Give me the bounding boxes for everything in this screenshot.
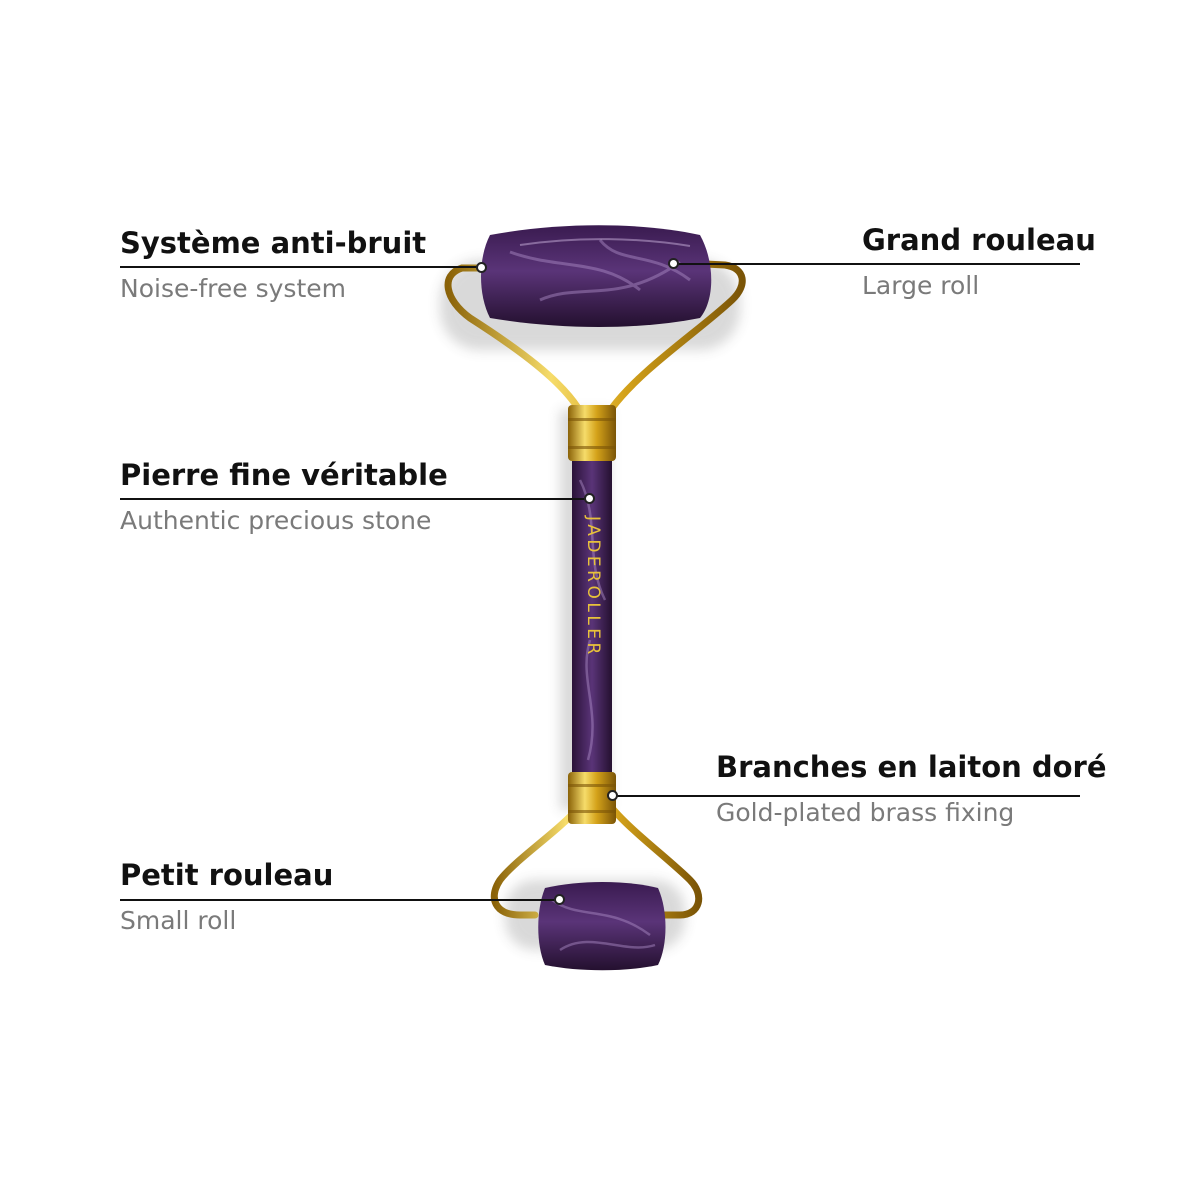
callout-small-roll: Petit rouleau Small roll (120, 858, 334, 935)
callout-title: Système anti-bruit (120, 226, 427, 260)
handle-engraving: JADEROLLER (583, 515, 603, 658)
callout-large-roll: Grand rouleau Large roll (862, 223, 1096, 300)
marker-large-roll (668, 258, 679, 269)
callout-subtitle: Gold-plated brass fixing (716, 798, 1015, 827)
bottom-frame-wire (490, 804, 703, 919)
marker-noise-free (476, 262, 487, 273)
callout-precious-stone: Pierre fine véritable Authentic precious… (120, 458, 448, 535)
marker-brass-fixing (607, 790, 618, 801)
leader-small-roll (120, 899, 560, 901)
callout-subtitle: Large roll (862, 271, 980, 300)
callout-title: Grand rouleau (862, 223, 1096, 257)
callout-subtitle: Small roll (120, 906, 237, 935)
top-gold-collar (568, 405, 616, 461)
marker-precious-stone (584, 493, 595, 504)
leader-noise-free (120, 266, 482, 268)
callout-title: Branches en laiton doré (716, 750, 1107, 784)
small-roll-stone (538, 882, 666, 971)
callout-subtitle: Noise-free system (120, 274, 346, 303)
callout-title: Pierre fine véritable (120, 458, 448, 492)
large-roll-stone (481, 225, 712, 327)
leader-large-roll (674, 263, 1080, 265)
callout-noise-free: Système anti-bruit Noise-free system (120, 226, 427, 303)
leader-brass-fixing (612, 795, 1080, 797)
callout-subtitle: Authentic precious stone (120, 506, 432, 535)
callout-title: Petit rouleau (120, 858, 334, 892)
marker-small-roll (554, 894, 565, 905)
leader-precious-stone (120, 498, 590, 500)
callout-brass-fixing: Branches en laiton doré Gold-plated bras… (716, 750, 1107, 827)
top-frame-wire (444, 260, 746, 412)
